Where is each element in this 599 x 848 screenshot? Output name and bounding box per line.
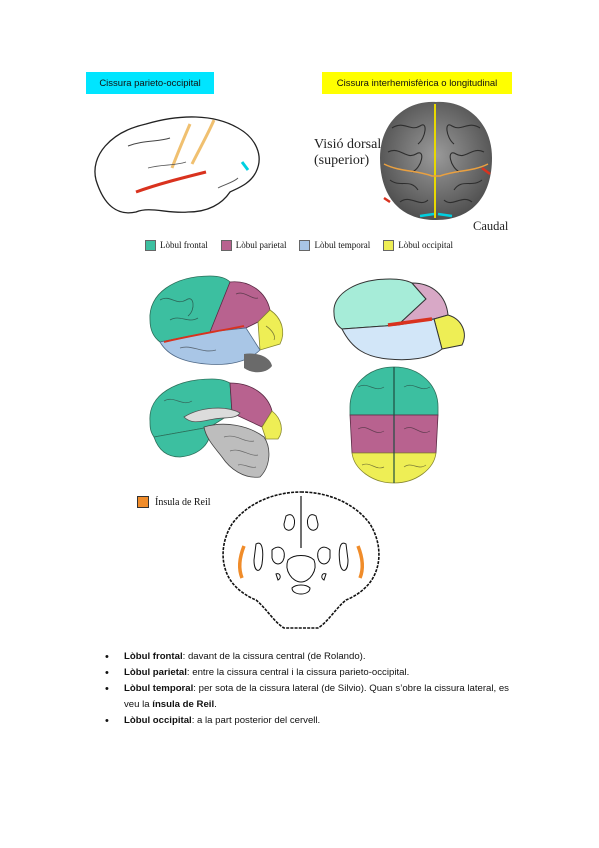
insula-swatch <box>137 496 149 508</box>
temporal-swatch <box>299 239 311 251</box>
occipital-swatch <box>383 239 395 251</box>
list-item: Lòbul temporal: per sota de la cissura l… <box>96 681 516 713</box>
lobe-description-list: Lòbul frontal: davant de la cissura cent… <box>96 649 516 729</box>
parieto-occipital-label: Cissura parieto-occipital <box>86 72 214 94</box>
legend-occipital: Lòbul occipital <box>383 239 453 251</box>
legend-frontal: Lòbul frontal <box>145 239 208 251</box>
interhemispheric-label: Cissura interhemisfèrica o longitudinal <box>322 72 512 94</box>
dorsal-view-label: Visió dorsal (superior) <box>314 137 382 168</box>
parietal-swatch <box>220 239 232 251</box>
brain-medial-colored-figure <box>149 378 282 478</box>
caudal-label: Caudal <box>473 219 509 233</box>
list-item: Lòbul frontal: davant de la cissura cent… <box>96 649 516 665</box>
brain-coronal-section-figure <box>222 491 380 629</box>
insula-legend: Ínsula de Reil <box>137 496 211 508</box>
frontal-swatch <box>145 239 156 251</box>
legend-parietal: Lòbul parietal <box>220 239 286 251</box>
brain-lateral-schematic-figure <box>333 278 465 361</box>
lobe-legend: Lòbul frontal Lòbul parietal Lòbul tempo… <box>145 237 466 253</box>
brain-lateral-colored-figure <box>149 275 284 373</box>
legend-temporal: Lòbul temporal <box>299 239 370 251</box>
brain-dorsal-colored-figure <box>349 366 439 484</box>
list-item: Lòbul occipital: a la part posterior del… <box>96 713 516 729</box>
brain-lateral-outline-figure <box>94 116 260 214</box>
brain-dorsal-photo-figure <box>380 101 492 220</box>
list-item: Lòbul parietal: entre la cissura central… <box>96 665 516 681</box>
